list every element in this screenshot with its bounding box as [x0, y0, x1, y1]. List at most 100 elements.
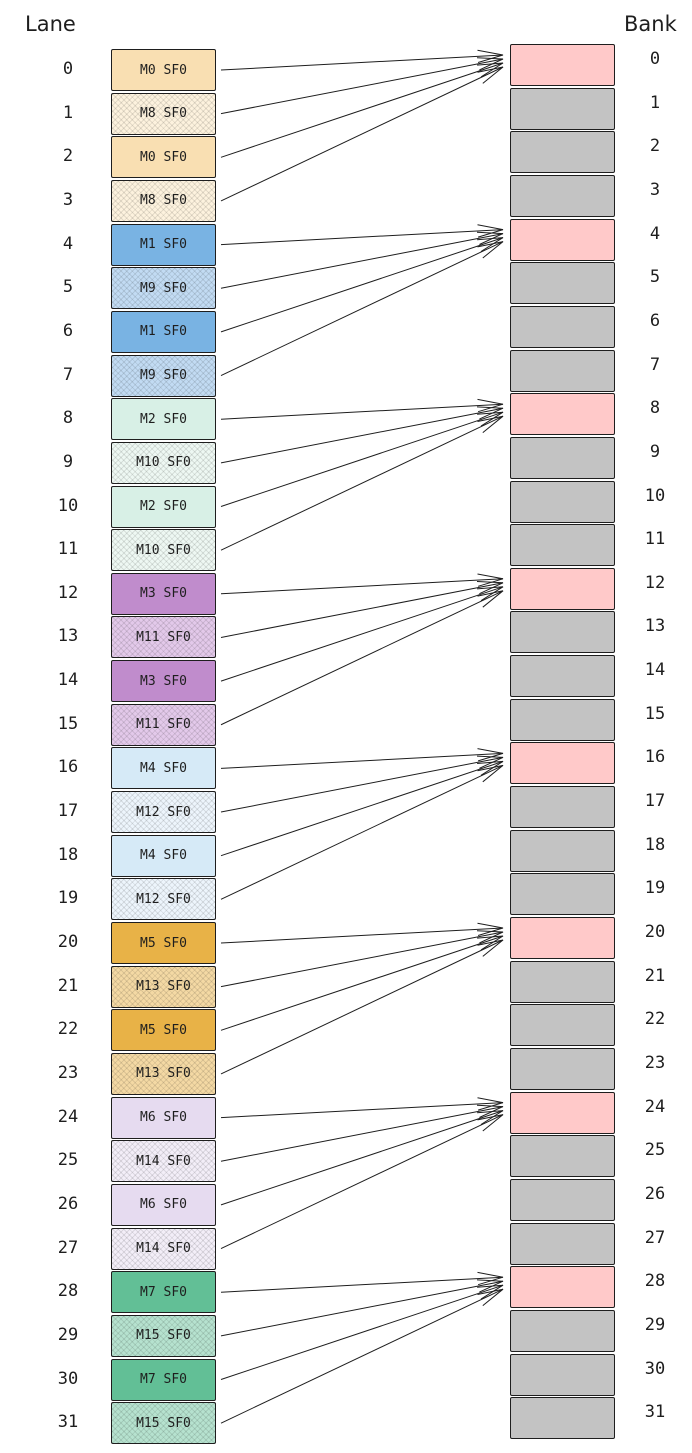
- lane-to-bank-arrow: [220, 415, 504, 551]
- lane-cell: M7 SF0: [111, 1271, 216, 1314]
- lane-number: 14: [57, 670, 79, 691]
- lane-to-bank-arrow: [220, 1279, 504, 1337]
- arrow-head: [477, 748, 504, 762]
- arrow-head: [476, 231, 504, 245]
- arrow-shaft: [220, 931, 504, 988]
- arrow-head: [477, 237, 504, 252]
- lane-to-bank-arrow: [220, 1284, 504, 1380]
- bank-number: 8: [649, 398, 661, 419]
- bank-cell: [510, 262, 615, 305]
- lane-to-bank-arrow: [220, 49, 504, 71]
- lane-number: 1: [62, 102, 74, 123]
- arrow-head: [477, 760, 504, 776]
- lane-cell: M13 SF0: [111, 1052, 216, 1095]
- arrow-shaft: [220, 760, 504, 857]
- arrow-head: [477, 573, 504, 587]
- bank-cell: [510, 829, 615, 872]
- lane-number: 25: [57, 1150, 79, 1171]
- bank-cell: [510, 131, 615, 174]
- arrow-shaft: [220, 411, 504, 507]
- arrow-head: [476, 57, 504, 71]
- bank-cell: [510, 611, 615, 654]
- bank-cell: [510, 786, 615, 829]
- lane-to-bank-arrow: [220, 1110, 504, 1206]
- bank-number: 27: [644, 1227, 666, 1248]
- lane-header: Lane: [25, 12, 76, 36]
- arrow-shaft: [220, 54, 504, 71]
- arrow-shaft: [220, 237, 504, 333]
- lane-to-bank-arrow: [220, 573, 504, 595]
- lane-cell: M2 SF0: [111, 485, 216, 528]
- lane-number: 8: [62, 408, 74, 429]
- bank-number: 2: [649, 136, 661, 157]
- arrow-shaft: [220, 764, 504, 900]
- lane-number: 21: [57, 975, 79, 996]
- lane-cell: M14 SF0: [111, 1227, 216, 1270]
- lane-to-bank-arrow: [220, 411, 504, 507]
- bank-number: 3: [649, 179, 661, 200]
- lane-cell: M4 SF0: [111, 834, 216, 877]
- arrow-shaft: [220, 62, 504, 158]
- arrow-head: [477, 1284, 504, 1300]
- bank-header: Bank: [624, 12, 677, 36]
- bank-cell: [510, 742, 615, 785]
- arrow-head: [476, 1279, 504, 1293]
- bank-cell: [510, 1135, 615, 1178]
- arrow-head: [476, 1104, 504, 1118]
- lane-cell: M15 SF0: [111, 1314, 216, 1357]
- lane-cell: M11 SF0: [111, 616, 216, 659]
- bank-number: 14: [644, 660, 666, 681]
- lane-cell: M5 SF0: [111, 1009, 216, 1052]
- lane-to-bank-arrow: [220, 231, 504, 289]
- lane-to-bank-arrow: [220, 922, 504, 944]
- arrow-head: [477, 66, 504, 84]
- bank-cell: [510, 305, 615, 348]
- bank-cell: [510, 1178, 615, 1221]
- arrow-head: [477, 935, 504, 951]
- arrow-shaft: [220, 590, 504, 726]
- arrow-shaft: [220, 1288, 504, 1424]
- lane-number: 28: [57, 1281, 79, 1302]
- lane-to-bank-arrow: [220, 66, 504, 202]
- arrow-shaft: [220, 935, 504, 1031]
- lane-to-bank-arrow: [220, 62, 504, 158]
- bank-cell: [510, 698, 615, 741]
- bank-cell: [510, 436, 615, 479]
- arrow-head: [477, 411, 504, 427]
- lane-to-bank-arrow: [220, 241, 504, 377]
- lane-to-bank-arrow: [220, 224, 504, 246]
- lane-cell: M4 SF0: [111, 747, 216, 790]
- bank-number: 10: [644, 485, 666, 506]
- bank-cell: [510, 524, 615, 567]
- lane-cell: M14 SF0: [111, 1140, 216, 1183]
- arrow-shaft: [220, 927, 504, 944]
- lane-cell: M13 SF0: [111, 965, 216, 1008]
- arrow-shaft: [220, 1280, 504, 1337]
- lane-number: 23: [57, 1062, 79, 1083]
- bank-number: 6: [649, 310, 661, 331]
- arrow-head: [476, 930, 504, 944]
- lane-to-bank-arrow: [220, 748, 504, 769]
- lane-number: 24: [57, 1106, 79, 1127]
- bank-number: 21: [644, 965, 666, 986]
- lane-to-bank-arrow: [220, 1288, 504, 1424]
- arrow-shaft: [220, 752, 504, 769]
- bank-cell: [510, 218, 615, 261]
- bank-number: 30: [644, 1358, 666, 1379]
- arrow-shaft: [220, 403, 504, 420]
- bank-cell: [510, 44, 615, 86]
- bank-cell: [510, 1091, 615, 1134]
- lane-to-bank-arrow: [220, 398, 504, 420]
- bank-cell: [510, 1004, 615, 1047]
- lane-number: 17: [57, 801, 79, 822]
- bank-number: 15: [644, 703, 666, 724]
- arrow-head: [477, 1110, 504, 1125]
- lane-to-bank-arrow: [220, 57, 504, 115]
- arrow-shaft: [220, 66, 504, 202]
- arrow-head: [477, 590, 504, 608]
- bank-number: 22: [644, 1009, 666, 1030]
- lane-to-bank-arrow: [220, 755, 504, 813]
- arrow-shaft: [220, 939, 504, 1075]
- arrow-head: [477, 241, 504, 259]
- bank-cell: [510, 1266, 615, 1309]
